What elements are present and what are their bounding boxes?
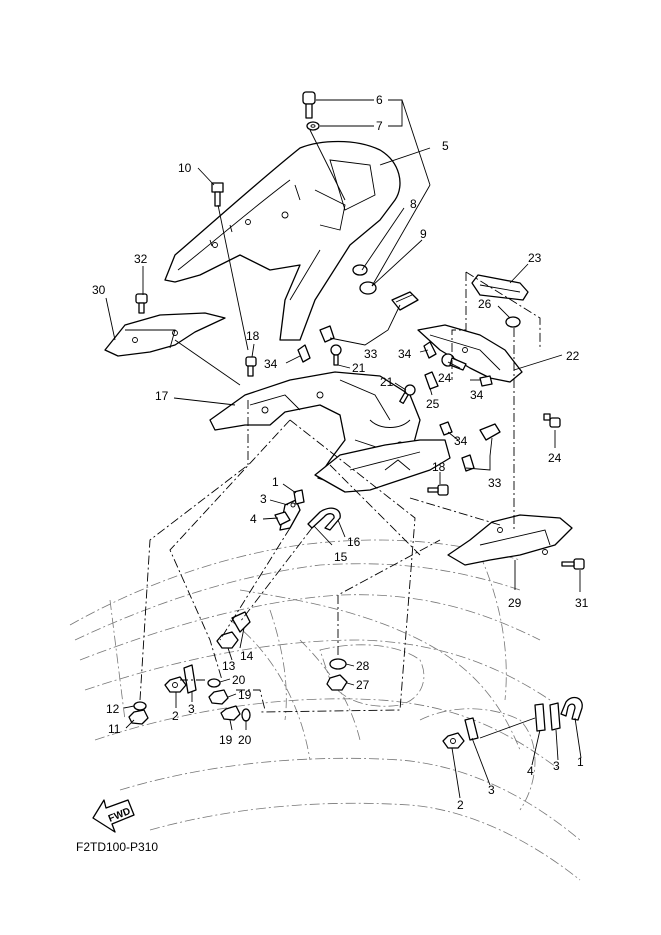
callout-20a: 20 (232, 673, 246, 687)
part-nut-2a (164, 676, 187, 693)
callout-19b: 19 (219, 733, 233, 747)
part-screw-21b (399, 384, 416, 404)
part-clip-34d (439, 421, 453, 436)
callout-15: 15 (334, 550, 348, 564)
callout-25: 25 (426, 397, 440, 411)
part-plate-1-upper (293, 489, 305, 505)
callout-21b: 21 (380, 375, 394, 389)
callout-5: 5 (442, 139, 449, 153)
callout-34c: 34 (470, 388, 484, 402)
callout-34d: 34 (454, 434, 468, 448)
callout-32: 32 (134, 252, 148, 266)
callout-20b: 20 (238, 733, 252, 747)
callout-6: 6 (376, 93, 383, 107)
callout-2b: 2 (457, 798, 464, 812)
part-bolt-18b (427, 484, 449, 496)
callout-4a: 4 (250, 512, 257, 526)
callout-3c: 3 (553, 759, 560, 773)
callout-16: 16 (347, 535, 361, 549)
part-stay-14 (231, 611, 251, 633)
hull-outline (69, 539, 581, 881)
callout-labels: 6 7 5 10 8 9 23 32 30 26 18 33 34 22 34 … (92, 93, 589, 812)
part-bolt-24b (543, 413, 561, 428)
callout-14: 14 (240, 649, 254, 663)
part-plate-3a (183, 664, 197, 694)
callout-19a: 19 (238, 688, 252, 702)
fwd-arrow: FWD (92, 799, 135, 833)
part-clip-upper (391, 291, 419, 311)
part-screw-21a (330, 344, 342, 366)
callout-1a: 1 (272, 475, 279, 489)
part-ubolt-1 (560, 696, 583, 721)
part-pin-6 (302, 91, 316, 119)
part-nut-19b (220, 705, 241, 721)
part-plate-4b (534, 703, 546, 732)
diagram-code: F2TD100-P310 (76, 840, 158, 854)
leader-lines (105, 99, 582, 799)
part-washer-7 (306, 121, 320, 131)
part-bolt-18a (245, 356, 257, 377)
callout-27: 27 (356, 678, 370, 692)
part-bolt-31 (561, 558, 585, 570)
callout-13: 13 (222, 659, 236, 673)
part-tab-right (479, 423, 501, 441)
part-lower-cover (314, 439, 451, 493)
part-nut-27 (326, 674, 348, 691)
callout-3b: 3 (188, 702, 195, 716)
callout-31: 31 (575, 596, 589, 610)
callout-18b: 18 (432, 460, 446, 474)
part-clip-34b (423, 341, 437, 359)
callout-34a: 34 (264, 357, 278, 371)
callout-22: 22 (566, 349, 580, 363)
callout-9: 9 (420, 227, 427, 241)
part-ubolt-16 (307, 507, 341, 531)
part-plate-3c (549, 702, 561, 731)
callout-23: 23 (528, 251, 542, 265)
part-rear-upper-cover (164, 140, 401, 341)
part-bolt-10 (211, 182, 224, 207)
part-plate-4-upper (274, 511, 291, 526)
part-clip-34c (479, 375, 493, 387)
callout-24a: 24 (438, 371, 452, 385)
callout-12: 12 (106, 702, 120, 716)
callout-2a: 2 (172, 709, 179, 723)
callout-1b: 1 (577, 755, 584, 769)
part-clip-34a (297, 344, 311, 363)
callout-11: 11 (108, 722, 121, 736)
callout-3a: 3 (260, 492, 267, 506)
part-washer-20a (207, 678, 221, 688)
part-washer-28 (329, 658, 347, 670)
part-nut-19a (208, 689, 229, 705)
part-clip-25 (424, 371, 439, 390)
callout-29: 29 (508, 596, 522, 610)
callout-8: 8 (410, 197, 417, 211)
callout-34b: 34 (398, 347, 412, 361)
callout-4b: 4 (527, 764, 534, 778)
callout-28: 28 (356, 659, 370, 673)
part-grommet-9 (352, 264, 377, 295)
callout-18a: 18 (246, 329, 260, 343)
callout-33a: 33 (364, 347, 378, 361)
callout-7: 7 (376, 119, 383, 133)
callout-3d: 3 (488, 783, 495, 797)
part-washer-20b (241, 708, 251, 722)
part-bracket-29 (447, 514, 573, 566)
part-nut-2b (442, 732, 465, 749)
part-grommet-26 (505, 316, 521, 328)
part-bolt-32 (135, 293, 148, 314)
part-washer-12 (133, 701, 147, 711)
callout-10: 10 (178, 161, 192, 175)
part-cap-23 (471, 274, 529, 301)
part-clip-33b (461, 454, 475, 472)
part-plate-3b (464, 717, 479, 741)
callout-24b: 24 (548, 451, 562, 465)
part-bracket-30 (104, 312, 226, 357)
callout-33b: 33 (488, 476, 502, 490)
callout-21a: 21 (352, 361, 366, 375)
callout-30: 30 (92, 283, 106, 297)
part-clip-33a (319, 325, 335, 343)
callout-17: 17 (155, 389, 169, 403)
callout-26: 26 (478, 297, 492, 311)
